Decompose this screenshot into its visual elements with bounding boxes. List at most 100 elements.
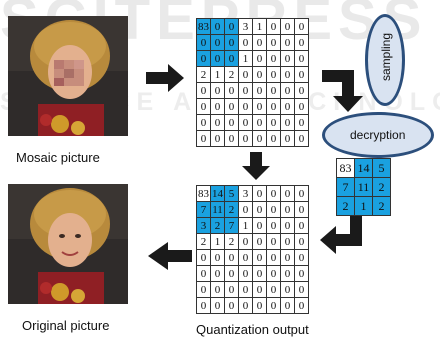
grid-cell: 0 [224, 50, 239, 67]
grid-cell: 0 [238, 130, 253, 147]
grid-cell: 0 [266, 66, 281, 83]
grid-cell: 2 [196, 66, 211, 83]
grid-cell: 0 [280, 50, 295, 67]
grid-cell: 0 [224, 114, 239, 131]
grid-cell: 0 [196, 281, 211, 298]
grid-cell: 0 [294, 249, 309, 266]
original-caption: Original picture [22, 318, 110, 333]
grid-cell: 0 [280, 185, 295, 202]
grid-cell: 0 [294, 114, 309, 131]
grid-cell: 0 [294, 281, 309, 298]
grid-cell: 0 [280, 281, 295, 298]
grid-cell: 2 [210, 217, 225, 234]
grid-cell: 0 [294, 98, 309, 115]
grid-cell: 0 [252, 217, 267, 234]
grid-cell: 0 [210, 281, 225, 298]
grid-cell: 0 [238, 66, 253, 83]
grid-cell: 0 [266, 249, 281, 266]
sampling-ellipse [365, 14, 405, 106]
grid-cell: 11 [354, 177, 373, 197]
grid-cell: 0 [238, 233, 253, 250]
grid-cell: 0 [294, 130, 309, 147]
grid-cell: 2 [224, 201, 239, 218]
grid-cell: 0 [294, 82, 309, 99]
grid-cell: 0 [294, 185, 309, 202]
mosaic-picture [8, 16, 128, 136]
grid-cell: 0 [210, 114, 225, 131]
grid-cell: 7 [336, 177, 355, 197]
grid-cell: 3 [196, 217, 211, 234]
grid-cell: 0 [224, 18, 239, 35]
grid-cell: 0 [238, 281, 253, 298]
grid-cell: 0 [294, 233, 309, 250]
grid-cell: 14 [210, 185, 225, 202]
grid-cell: 0 [266, 185, 281, 202]
grid-cell: 0 [266, 265, 281, 282]
quantization-caption: Quantization output [196, 322, 309, 337]
grid-cell: 0 [252, 297, 267, 314]
grid-cell: 0 [210, 98, 225, 115]
grid-cell: 3 [238, 18, 253, 35]
grid-cell: 1 [210, 66, 225, 83]
grid-cell: 0 [280, 249, 295, 266]
arrow-left-icon [148, 242, 192, 270]
grid-cell: 0 [280, 82, 295, 99]
grid-cell: 0 [210, 34, 225, 51]
grid-cell: 0 [252, 130, 267, 147]
grid-cell: 0 [280, 217, 295, 234]
grid-cell: 0 [280, 297, 295, 314]
grid-cell: 1 [238, 50, 253, 67]
grid-cell: 0 [224, 297, 239, 314]
grid-cell: 0 [252, 201, 267, 218]
grid-cell: 0 [252, 249, 267, 266]
grid-cell: 7 [224, 217, 239, 234]
grid-cell: 1 [238, 217, 253, 234]
arrow-down-icon [242, 152, 270, 180]
grid-cell: 0 [294, 34, 309, 51]
grid-cell: 0 [266, 18, 281, 35]
grid-cell: 0 [196, 114, 211, 131]
grid-cell: 0 [280, 34, 295, 51]
grid-cell: 3 [238, 185, 253, 202]
grid-cell: 0 [224, 249, 239, 266]
grid-cell: 0 [238, 98, 253, 115]
grid-cell: 0 [238, 249, 253, 266]
grid-cell: 0 [196, 249, 211, 266]
grid-cell: 1 [210, 233, 225, 250]
grid-cell: 0 [294, 66, 309, 83]
sampling-label: sampling [379, 32, 393, 81]
grid-cell: 0 [266, 201, 281, 218]
grid-cell: 0 [294, 50, 309, 67]
grid-cell: 0 [224, 82, 239, 99]
grid-cell: 0 [252, 50, 267, 67]
grid-cell: 0 [266, 281, 281, 298]
decryption-label: decryption [350, 128, 406, 142]
grid-cell: 0 [280, 130, 295, 147]
grid-cell: 0 [280, 201, 295, 218]
grid-cell: 83 [336, 158, 355, 178]
grid-cell: 0 [266, 82, 281, 99]
grid-cell: 2 [372, 196, 391, 216]
grid-cell: 0 [196, 130, 211, 147]
grid-cell: 0 [210, 50, 225, 67]
grid-cell: 0 [224, 98, 239, 115]
grid-cell: 2 [336, 196, 355, 216]
grid-cell: 2 [224, 233, 239, 250]
grid-cell: 0 [294, 217, 309, 234]
